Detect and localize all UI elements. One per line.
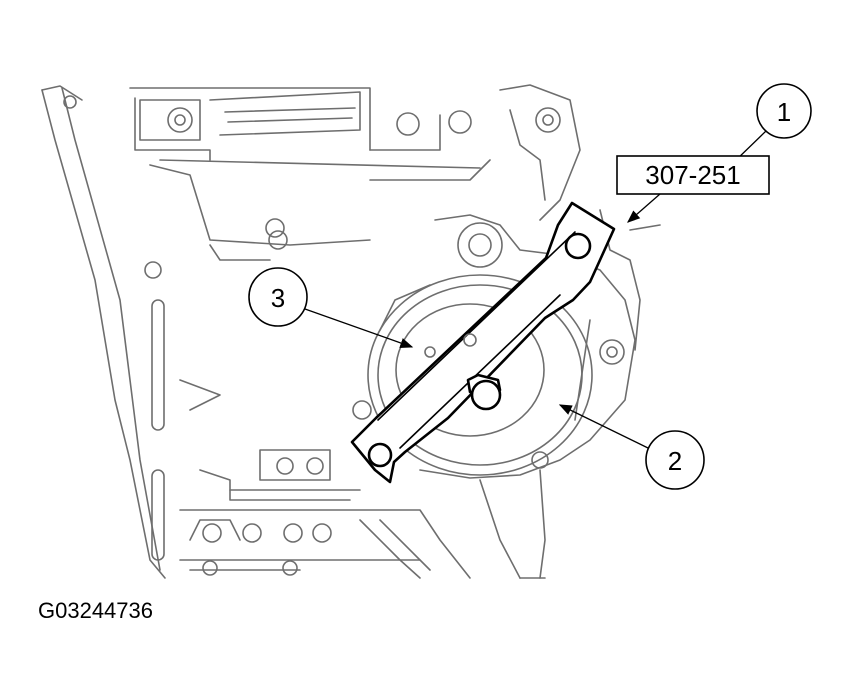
callout-1-number: 1 [777, 97, 791, 127]
engine-housing [41, 84, 661, 579]
figure-id: G03244736 [38, 598, 153, 623]
special-tool-bar [350, 201, 616, 484]
callout-1: 1 [732, 83, 812, 164]
tool-label-box: 307-251 [616, 155, 770, 223]
callout-3: 3 [248, 267, 414, 348]
tool-label: 307-251 [645, 160, 740, 190]
callout-3-number: 3 [271, 283, 285, 313]
callout-2-number: 2 [668, 446, 682, 476]
center-bolt [424, 333, 502, 411]
callout-2: 2 [558, 404, 705, 490]
